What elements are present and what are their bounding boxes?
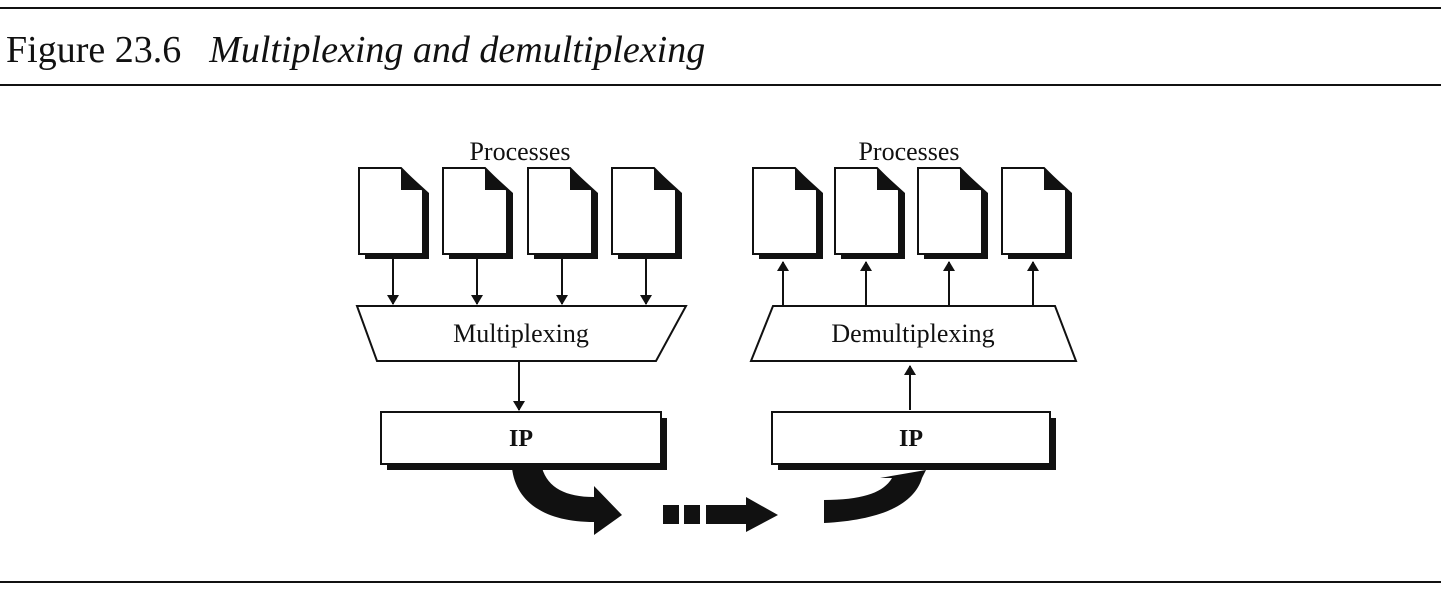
sender-process-4-icon bbox=[611, 167, 683, 260]
sender-process-1-icon bbox=[358, 167, 430, 260]
sender-processes-label: Processes bbox=[469, 137, 570, 166]
caption-rule bbox=[0, 84, 1441, 86]
outgoing-curved-arrow bbox=[512, 468, 622, 535]
receiver-ip-label: IP bbox=[899, 426, 923, 452]
figure-caption: Figure 23.6 Multiplexing and demultiplexi… bbox=[6, 28, 705, 72]
figure-title: Multiplexing and demultiplexing bbox=[209, 29, 706, 71]
sender-process-3-icon bbox=[527, 167, 599, 260]
receiver-ip-box: IP bbox=[771, 411, 1056, 470]
demultiplexing-box: Demultiplexing bbox=[749, 305, 1078, 362]
receiver-process-4-icon bbox=[1001, 167, 1073, 260]
sender-process-arrows bbox=[387, 255, 652, 305]
demultiplexing-label: Demultiplexing bbox=[831, 319, 994, 348]
sender-ip-box: IP bbox=[380, 411, 667, 470]
sender-ip-label: IP bbox=[509, 426, 533, 452]
bottom-rule bbox=[0, 581, 1441, 583]
receiver-process-1-icon bbox=[752, 167, 824, 260]
multiplexing-label: Multiplexing bbox=[453, 319, 589, 348]
multiplexing-box: Multiplexing bbox=[355, 305, 688, 362]
figure-number: Figure 23.6 bbox=[6, 29, 182, 71]
receiver-process-arrows bbox=[777, 261, 1039, 306]
receiver-processes-label: Processes bbox=[858, 137, 959, 166]
receiver-process-2-icon bbox=[834, 167, 906, 260]
incoming-curved-arrow bbox=[824, 470, 926, 523]
sender-process-2-icon bbox=[442, 167, 514, 260]
network-gap-dots bbox=[663, 505, 700, 524]
top-rule bbox=[0, 7, 1441, 9]
network-arrow bbox=[706, 497, 778, 532]
receiver-process-3-icon bbox=[917, 167, 989, 260]
